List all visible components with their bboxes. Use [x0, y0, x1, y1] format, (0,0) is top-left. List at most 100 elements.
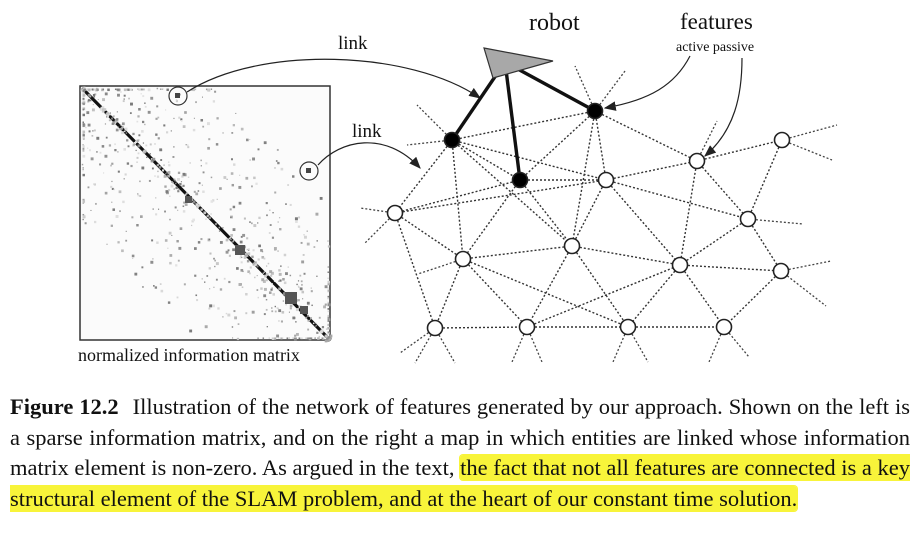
network-edge-stub: [696, 120, 718, 162]
matrix-entry: [111, 117, 114, 120]
matrix-entry: [159, 283, 162, 285]
matrix-entry: [207, 214, 209, 217]
matrix-entry: [287, 266, 290, 268]
matrix-entry: [144, 150, 147, 153]
matrix-entry: [308, 319, 311, 321]
matrix-entry: [269, 270, 273, 274]
matrix-entry: [297, 280, 300, 282]
matrix-entry: [140, 93, 142, 95]
matrix-entry: [253, 224, 257, 228]
matrix-entry: [285, 303, 287, 306]
matrix-entry: [280, 320, 283, 323]
matrix-entry: [324, 285, 328, 289]
matrix-entry: [183, 283, 186, 286]
matrix-entry: [80, 88, 84, 92]
matrix-entry: [136, 156, 139, 159]
matrix-entry: [327, 295, 330, 298]
matrix-entry: [97, 98, 99, 101]
matrix-entry: [230, 216, 232, 219]
matrix-entry: [301, 290, 305, 294]
matrix-entry: [163, 164, 165, 166]
matrix-entry: [278, 309, 282, 313]
matrix-entry: [252, 157, 256, 161]
matrix-entry: [245, 138, 249, 142]
matrix-entry: [223, 277, 226, 280]
matrix-entry: [325, 328, 328, 330]
matrix-entry: [307, 328, 310, 331]
matrix-entry: [245, 312, 248, 315]
matrix-entry: [216, 117, 219, 120]
network-edge-stub: [594, 70, 626, 112]
matrix-entry: [108, 113, 111, 116]
matrix-entry: [246, 248, 249, 251]
matrix-entry: [82, 147, 85, 150]
matrix-entry: [111, 122, 114, 125]
matrix-entry: [272, 212, 274, 214]
matrix-entry: [281, 311, 285, 314]
matrix-entry: [246, 255, 249, 257]
matrix-entry: [90, 209, 92, 211]
matrix-entry: [285, 272, 288, 276]
passive-feature-node: [619, 318, 637, 336]
matrix-entry: [148, 179, 151, 182]
matrix-entry: [94, 220, 97, 224]
robot-links: [450, 60, 596, 181]
matrix-entry: [257, 258, 260, 261]
matrix-entry: [105, 113, 108, 116]
matrix-entry: [175, 183, 177, 185]
matrix-entry: [218, 226, 221, 229]
network-edge: [571, 179, 607, 247]
network-edge: [594, 110, 607, 181]
matrix-entry: [82, 218, 84, 221]
matrix-entry: [214, 265, 216, 268]
matrix-entry: [236, 337, 240, 341]
matrix-entry: [101, 88, 104, 92]
matrix-entry: [149, 153, 151, 155]
matrix-entry: [137, 144, 141, 148]
matrix-entry: [273, 337, 277, 340]
robot-label: robot: [529, 10, 580, 36]
matrix-entry: [327, 303, 331, 307]
matrix-entry: [306, 242, 310, 246]
matrix-entry: [194, 88, 197, 91]
matrix-block: [235, 245, 245, 255]
matrix-entry: [234, 316, 238, 320]
matrix-entry: [295, 321, 297, 323]
matrix-entry: [327, 291, 329, 293]
matrix-entry: [137, 152, 140, 155]
matrix-entry: [130, 102, 133, 106]
active-feature-node: [443, 131, 461, 149]
matrix-entry: [162, 169, 164, 172]
matrix-entry: [81, 102, 83, 104]
matrix-entry: [272, 293, 275, 296]
matrix-entry: [144, 105, 147, 108]
matrix-entry: [173, 117, 175, 120]
matrix-entry: [265, 308, 268, 311]
matrix-entry: [232, 248, 235, 252]
network-edge: [394, 139, 453, 214]
matrix-entry: [157, 137, 160, 140]
network-nodes: [386, 102, 791, 337]
matrix-entry: [106, 111, 109, 114]
matrix-entry: [127, 145, 130, 148]
matrix-entry: [278, 269, 281, 272]
matrix-entry: [91, 134, 94, 137]
matrix-entry: [214, 223, 217, 226]
matrix-entry: [94, 202, 97, 205]
matrix-entry: [298, 286, 300, 288]
matrix-entry: [313, 337, 316, 340]
matrix-entry: [105, 136, 108, 139]
matrix-entry: [81, 163, 84, 166]
matrix-entry: [268, 337, 270, 339]
matrix-entry: [200, 208, 203, 211]
matrix-entry: [319, 196, 323, 200]
matrix-entry: [174, 179, 177, 182]
matrix-entry: [230, 172, 234, 175]
matrix-entry: [143, 151, 146, 154]
matrix-entry: [137, 88, 139, 90]
matrix-entry: [104, 123, 107, 125]
matrix-entry: [109, 112, 112, 114]
matrix-entry: [214, 259, 217, 262]
matrix-entry: [197, 241, 201, 244]
matrix-entry: [271, 310, 274, 313]
